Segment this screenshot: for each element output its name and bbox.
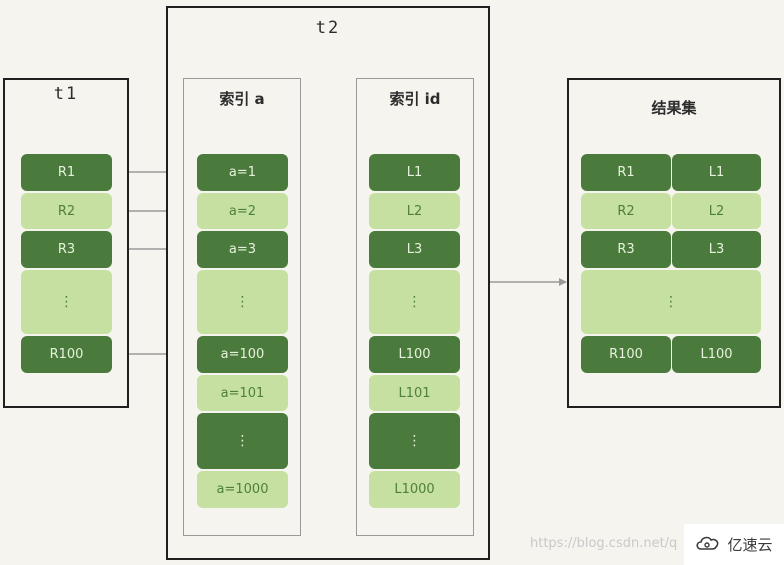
index-id-title: 索引 id [389,90,441,108]
index-id-row-ellipsis: ⋮ [369,270,460,334]
index-a-row: a=1000 [197,471,288,508]
index-a-row: a=100 [197,336,288,373]
result-right-row: L1 [672,154,761,191]
t1-row: R100 [21,336,112,373]
result-right-row: L100 [672,336,761,373]
index-a-title: 索引 a [219,90,265,108]
watermark-logo-text: 亿速云 [727,536,773,554]
index-id-row: L100 [369,336,460,373]
index-a-row: a=1 [197,154,288,191]
index-id-row: L101 [369,375,460,411]
t1-row: R2 [21,193,112,229]
index-a-row-ellipsis: ⋮ [197,270,288,334]
table-t1-title: t1 [53,84,79,104]
table-t2-title: t2 [315,18,341,38]
index-id-row: L1 [369,154,460,191]
t1-row: R1 [21,154,112,191]
index-id-row: L1000 [369,471,460,508]
result-left-row: R3 [581,231,671,268]
cloud-icon [695,535,721,555]
index-a-row: a=3 [197,231,288,268]
index-id-row: L2 [369,193,460,229]
t1-row-ellipsis: ⋮ [21,270,112,334]
result-left-row: R2 [581,193,671,229]
result-left-row: R100 [581,336,671,373]
result-row-ellipsis: ⋮ [581,270,761,334]
result-set-title: 结果集 [651,99,697,117]
result-right-row: L3 [672,231,761,268]
index-id-row-ellipsis: ⋮ [369,413,460,469]
watermark-logo: 亿速云 [684,524,784,565]
t1-row: R3 [21,231,112,268]
index-a-row: a=101 [197,375,288,411]
index-id-row: L3 [369,231,460,268]
index-a-row: a=2 [197,193,288,229]
result-right-row: L2 [672,193,761,229]
watermark-url: https://blog.csdn.net/q [530,536,678,551]
result-left-row: R1 [581,154,671,191]
index-a-row-ellipsis: ⋮ [197,413,288,469]
